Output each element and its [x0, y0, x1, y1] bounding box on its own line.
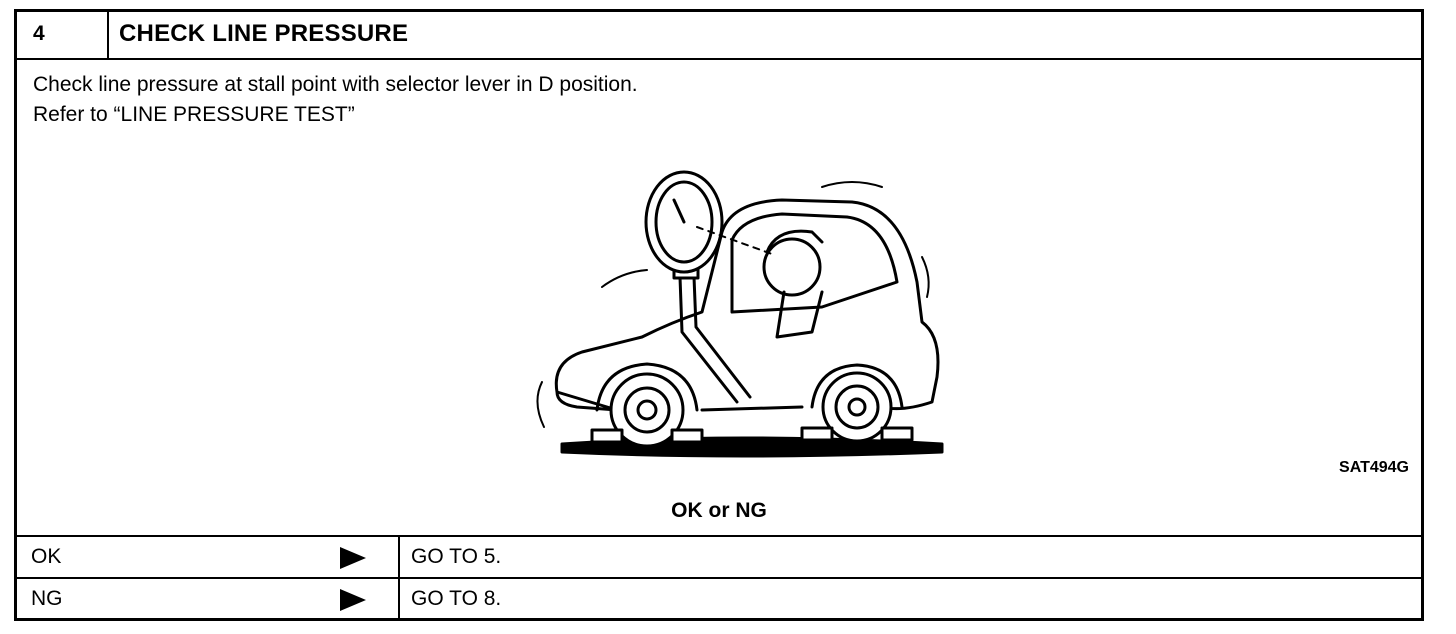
result-row-ok: OK GO TO 5. [17, 535, 1421, 577]
step-title: CHECK LINE PRESSURE [119, 20, 409, 47]
instruction-line-2: Refer to “LINE PRESSURE TEST” [33, 103, 355, 126]
car-line-pressure-illustration [536, 170, 944, 458]
arrow-right-icon [340, 589, 366, 611]
result-action: GO TO 5. [411, 545, 502, 568]
inspection-step-table: 4 CHECK LINE PRESSURE Check line pressur… [14, 9, 1424, 621]
column-divider [398, 579, 400, 619]
result-label: NG [31, 587, 63, 610]
decision-prompt: OK or NG [671, 499, 767, 522]
step-header: 4 CHECK LINE PRESSURE [17, 12, 1421, 60]
step-instructions: Check line pressure at stall point with … [33, 70, 638, 130]
instruction-line-1: Check line pressure at stall point with … [33, 73, 638, 96]
result-action: GO TO 8. [411, 587, 502, 610]
arrow-right-icon [340, 547, 366, 569]
result-label: OK [31, 545, 62, 568]
step-number: 4 [17, 12, 109, 58]
column-divider [398, 537, 400, 577]
result-row-ng: NG GO TO 8. [17, 577, 1421, 619]
figure-code: SAT494G [1339, 459, 1409, 476]
